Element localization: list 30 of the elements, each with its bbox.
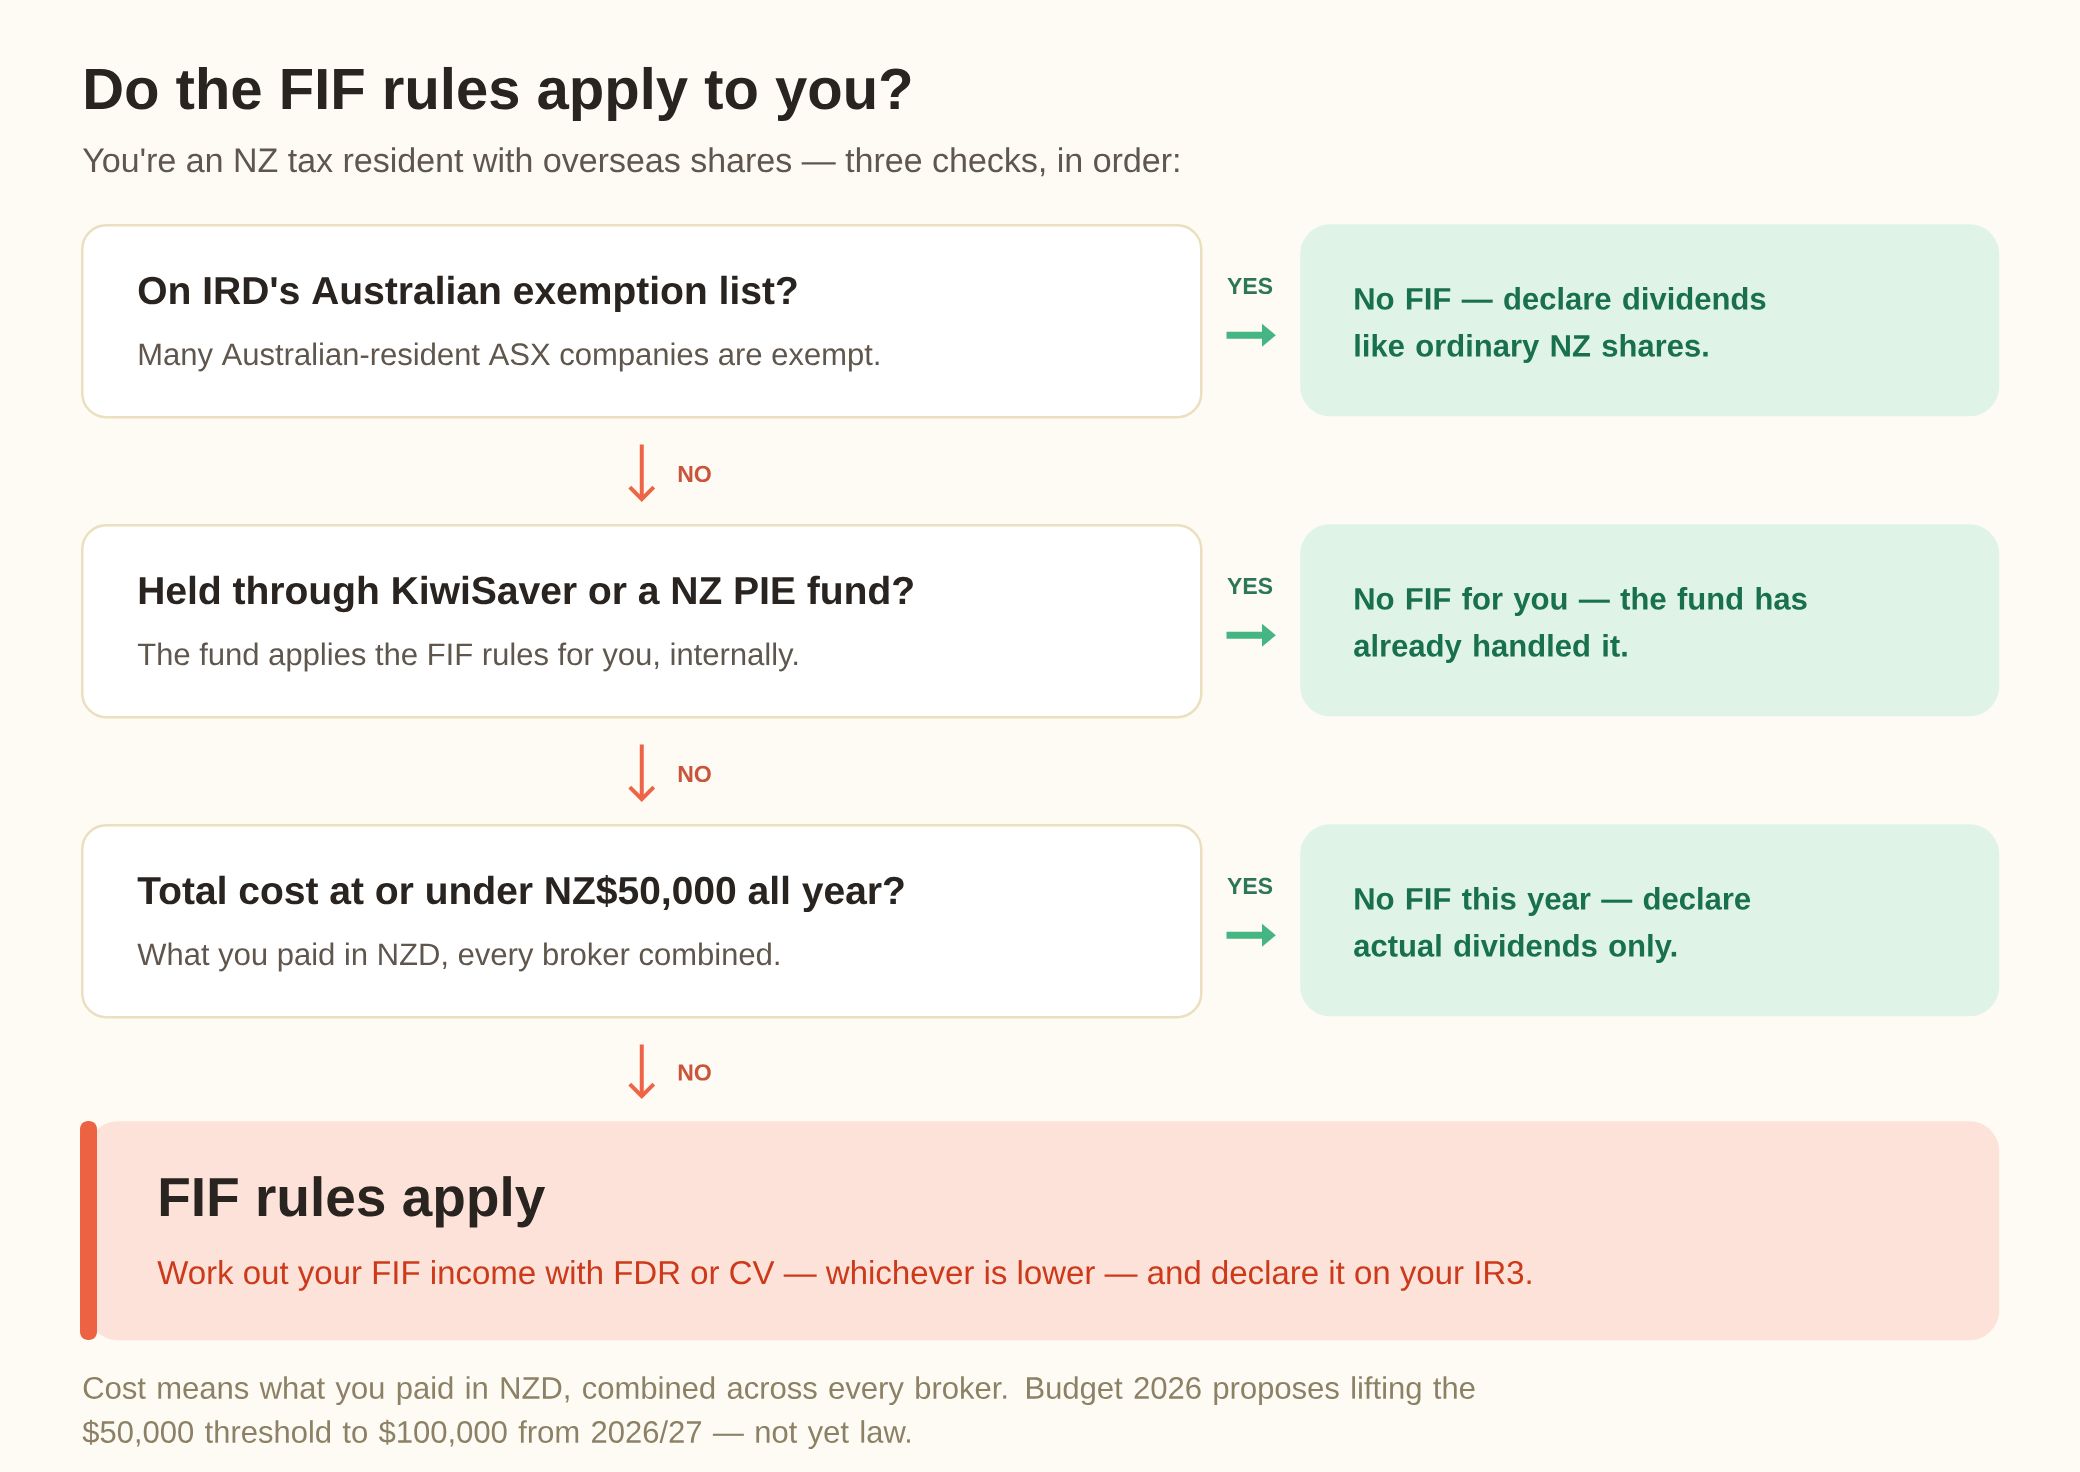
edge-label: NO: [674, 1061, 715, 1084]
subtitle: You're an NZ tax resident with overseas shares — three checks, in order:: [82, 147, 1179, 177]
result-text: No FIF — declare dividends like ordinary NZ shares.: [1355, 287, 1766, 363]
conclusion-heading: FIF rules apply: [160, 1176, 546, 1228]
question-box: [81, 224, 1203, 419]
arrow: [628, 1044, 656, 1099]
question-heading: Held through KiwiSaver or a NZ PIE fund?: [139, 575, 913, 613]
result-box: [1300, 824, 2000, 1017]
question-text: The fund applies the FIF rules for you, internally.: [137, 642, 798, 672]
question-text: Many Australian-resident ASX companies are exempt.: [139, 342, 879, 372]
result-text: No FIF this year — declare actual dividends only.: [1354, 887, 1751, 963]
question-text: What you paid in NZD, every broker combined.: [137, 942, 779, 972]
footnote: Cost means what you paid in NZD, combined across every broker. Budget 2026 proposes lifting the $50,000 threshold to $100,000 from 2026/27 — not yet law.: [82, 1376, 1475, 1450]
edge-label: NO: [674, 762, 715, 786]
question-box: [81, 524, 1203, 719]
question-box: [81, 824, 1203, 1019]
title: Do the FIF rules apply to you?: [86, 66, 911, 121]
edge-label: NO: [674, 462, 715, 486]
question-heading: Total cost at or under NZ$50,000 all year?: [137, 875, 904, 913]
conclusion-text: Work out your FIF income with FDR or CV — whichever is lower — and declare it on your IR3.: [157, 1260, 1531, 1291]
question-heading: On IRD's Australian exemption list?: [138, 275, 797, 313]
edge-label: YES: [1224, 274, 1277, 298]
result-box: [1300, 224, 2000, 417]
arrow: [628, 444, 656, 502]
result-box: [1300, 524, 2000, 717]
edge-label: YES: [1224, 874, 1277, 898]
result-text: No FIF for you — the fund has already handled it.: [1354, 587, 1807, 663]
edge-label: YES: [1224, 574, 1277, 598]
conclusion-box: [80, 1121, 2000, 1341]
arrow: [628, 744, 656, 802]
